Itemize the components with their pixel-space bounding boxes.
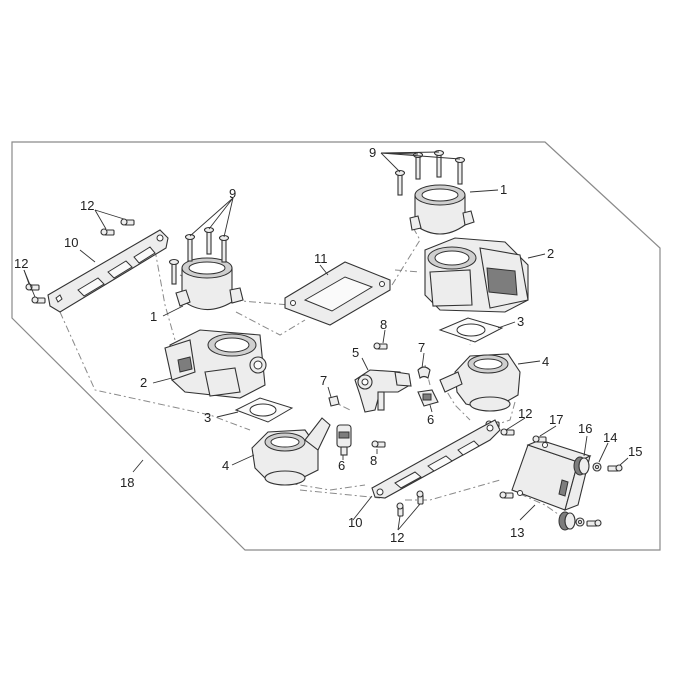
callout-11: 11 (314, 251, 328, 266)
callout-18: 18 (120, 475, 134, 490)
clip-left (328, 395, 340, 407)
callout-4-right: 4 (542, 354, 549, 369)
grommets (558, 456, 590, 531)
assembly-boundary (11, 141, 661, 551)
intake-boot-right (409, 184, 475, 235)
callout-10-upper: 10 (64, 235, 78, 250)
callout-12-upper-left: 12 (80, 198, 94, 213)
screw-lower (371, 440, 386, 448)
leader-lines (23, 151, 629, 531)
manifold-right (439, 353, 521, 412)
washers (575, 462, 602, 527)
callout-8-upper: 8 (380, 317, 387, 332)
bracket-lower (371, 419, 501, 499)
gasket-plate-center (284, 261, 391, 326)
intake-boot-left (175, 257, 244, 311)
screw-upper (373, 342, 388, 350)
callout-4-left: 4 (222, 458, 229, 473)
fuel-rail (354, 369, 412, 413)
callout-7-left: 7 (320, 373, 327, 388)
callout-12-far-left: 12 (14, 256, 28, 271)
callout-3-right: 3 (517, 314, 524, 329)
ecu-bolts (499, 435, 547, 499)
callout-2-right: 2 (547, 246, 554, 261)
callout-8-lower: 8 (370, 453, 377, 468)
callout-16: 16 (578, 421, 592, 436)
callout-10-lower: 10 (348, 515, 362, 530)
callout-1-left: 1 (150, 309, 157, 324)
callout-9-left: 9 (229, 186, 236, 201)
clip-right (417, 366, 431, 379)
callout-3-left: 3 (204, 410, 211, 425)
bracket-upper-left (47, 229, 169, 313)
gasket-right (438, 317, 504, 343)
injector-right (417, 389, 439, 407)
callout-12-lower: 12 (390, 530, 404, 545)
callout-15: 15 (628, 444, 642, 459)
throttle-body-right (424, 237, 529, 313)
callout-12-right: 12 (518, 406, 532, 421)
injector-left (336, 424, 352, 456)
callout-2-left: 2 (140, 375, 147, 390)
callout-17: 17 (549, 412, 563, 427)
callout-14: 14 (603, 430, 617, 445)
callout-7-right: 7 (418, 340, 425, 355)
callout-6-left: 6 (338, 458, 345, 473)
callout-13: 13 (510, 525, 524, 540)
throttle-body-left (164, 329, 267, 399)
manifold-left (251, 417, 331, 486)
callout-labels: 1 1 2 2 3 3 4 4 5 6 6 7 7 8 8 9 9 10 10 … (14, 145, 642, 545)
bolt-set-right (394, 149, 466, 196)
callout-9-right: 9 (369, 145, 376, 160)
ecu-module (511, 439, 592, 511)
callout-1-right: 1 (500, 182, 507, 197)
ecu-screws (586, 464, 623, 527)
callout-6-right: 6 (427, 412, 434, 427)
callout-5: 5 (352, 345, 359, 360)
gasket-left (234, 397, 294, 423)
